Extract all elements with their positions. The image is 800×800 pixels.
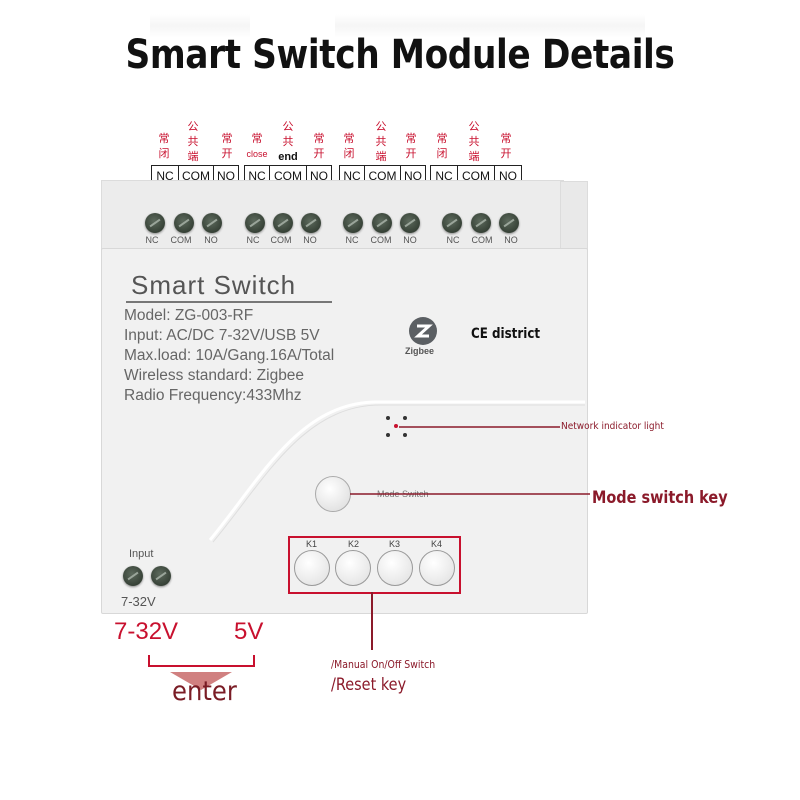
- terminal-screw: [273, 213, 293, 233]
- terminal-marking: COM: [270, 235, 292, 245]
- key-label-k2: K2: [348, 539, 360, 549]
- mode-switch-key-annotation: Mode switch key: [592, 488, 728, 508]
- terminal-label-boxes: NC COM NO: [151, 165, 239, 188]
- terminal-marking: COM: [471, 235, 493, 245]
- manual-switch-annotation: /Manual On/Off Switch: [331, 658, 436, 671]
- terminal-screw: [202, 213, 222, 233]
- terminal-box-nc: NC: [431, 166, 458, 187]
- terminal-screw: [499, 213, 519, 233]
- terminal-screw: [174, 213, 194, 233]
- page-title: Smart Switch Module Details: [125, 32, 675, 78]
- terminal-box-nc: NC: [340, 166, 365, 187]
- indicator-light-dot: [386, 416, 390, 420]
- device-side-ear: [560, 181, 588, 251]
- spec-input: Input: AC/DC 7-32V/USB 5V: [124, 327, 320, 344]
- cn-label-nc: 常闭: [436, 133, 448, 160]
- terminal-screw: [442, 213, 462, 233]
- terminal-group-1: 常闭 公共端 常开 NC COM NO: [151, 120, 243, 192]
- terminal-group-4: 常闭 公共端 常开 NC COM NO: [430, 120, 522, 192]
- terminal-box-no: NO: [499, 169, 517, 183]
- terminal-box-nc: NC: [245, 166, 270, 187]
- terminal-marking: COM: [170, 235, 192, 245]
- terminal-marking: NC: [446, 235, 460, 245]
- terminal-marking: NO: [303, 235, 317, 245]
- terminal-box-com: COM: [365, 166, 401, 187]
- key-k2-button[interactable]: [335, 550, 371, 586]
- terminal-box-com: COM: [270, 166, 307, 187]
- indicator-light-dot: [403, 433, 407, 437]
- terminal-marking: NO: [204, 235, 218, 245]
- zigbee-logo-icon: [409, 317, 437, 345]
- voltage-range-label: 7-32V: [114, 618, 179, 645]
- key-k4-button[interactable]: [419, 550, 455, 586]
- terminal-box-no: NO: [217, 169, 235, 183]
- zigbee-logo-text: Zigbee: [405, 346, 435, 356]
- terminal-marking: NO: [504, 235, 518, 245]
- terminal-box-com: COM: [179, 166, 214, 187]
- terminal-marking: NC: [345, 235, 359, 245]
- power-terminal-screw: [151, 566, 171, 586]
- ce-district-label: CE district: [471, 326, 541, 342]
- terminal-screw: [245, 213, 265, 233]
- terminal-screw: [400, 213, 420, 233]
- key-label-k1: K1: [306, 539, 318, 549]
- faded-header-strip: [335, 14, 645, 38]
- faded-header-strip: [150, 14, 250, 38]
- terminal-marking: COM: [370, 235, 392, 245]
- input-voltage-marking: 7-32V: [121, 594, 156, 609]
- network-indicator-light: [394, 424, 398, 428]
- terminal-marking: NC: [246, 235, 260, 245]
- cn-label-no: 常开: [405, 133, 417, 160]
- terminal-box-no: NO: [310, 169, 328, 183]
- spec-model: Model: ZG-003-RF: [124, 307, 254, 324]
- reset-key-annotation: /Reset key: [331, 675, 407, 695]
- terminal-screw: [145, 213, 165, 233]
- spec-radio-frequency: Radio Frequency:433Mhz: [124, 387, 302, 404]
- spec-wireless: Wireless standard: Zigbee: [124, 367, 305, 384]
- terminal-box-com: COM: [458, 166, 495, 187]
- terminal-screw: [343, 213, 363, 233]
- cn-label-com: 公共端: [468, 121, 480, 163]
- terminal-label-boxes: NC COM NO: [430, 165, 522, 188]
- key-label-k3: K3: [389, 539, 401, 549]
- enter-label: enter: [172, 676, 237, 707]
- indicator-light-dot: [386, 433, 390, 437]
- device-name-underline: [126, 301, 332, 303]
- usb-voltage-label: 5V: [234, 618, 264, 645]
- key-k1-button[interactable]: [294, 550, 330, 586]
- device-name: Smart Switch: [131, 270, 297, 300]
- terminal-screw: [471, 213, 491, 233]
- terminal-box-nc: NC: [152, 166, 179, 187]
- terminal-box-no: NO: [404, 169, 422, 183]
- key-k3-button[interactable]: [377, 550, 413, 586]
- indicator-light-dot: [403, 416, 407, 420]
- cn-label-no: 常开: [313, 133, 325, 160]
- cn-label-com: 公共端: [187, 121, 199, 163]
- cn-label-no: 常开: [500, 133, 512, 160]
- key-label-k4: K4: [431, 539, 443, 549]
- input-label: Input: [129, 548, 154, 560]
- power-terminal-screw: [123, 566, 143, 586]
- spec-max-load: Max.load: 10A/Gang.16A/Total: [124, 347, 335, 364]
- terminal-screw: [301, 213, 321, 233]
- terminal-marking: NC: [145, 235, 159, 245]
- network-indicator-annotation: Network indicator light: [561, 421, 664, 432]
- terminal-screw: [372, 213, 392, 233]
- terminal-marking: NO: [403, 235, 417, 245]
- cn-label-no: 常开: [221, 133, 233, 160]
- cn-label-nc: 常闭: [158, 133, 170, 160]
- manual-keys-highlight: [288, 536, 461, 594]
- cn-label-nc: 常闭: [343, 133, 355, 160]
- cn-label-com: 公共端: [375, 121, 387, 163]
